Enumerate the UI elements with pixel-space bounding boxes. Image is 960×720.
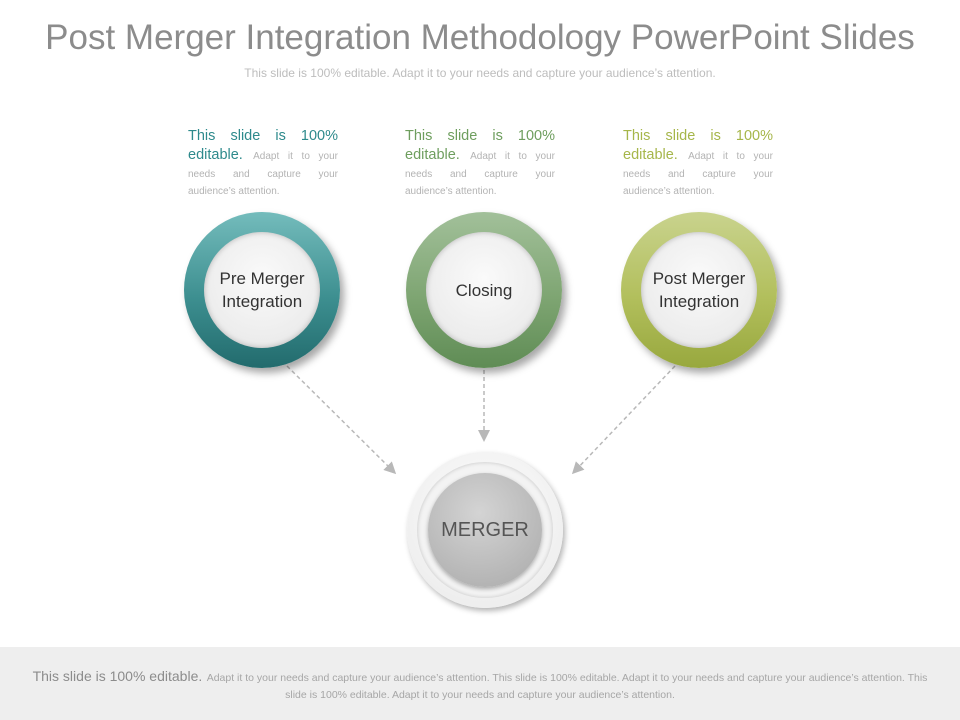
footer-body: Adapt it to your needs and capture your … [206, 672, 928, 701]
description-body: Adapt it to your needs and capture your … [405, 151, 555, 197]
footer-bar: This slide is 100% editable. Adapt it to… [0, 647, 960, 720]
description-pre-merger: This slide is 100% editable. Adapt it to… [188, 127, 338, 199]
merger-label: MERGER [428, 473, 542, 587]
slide-subtitle: This slide is 100% editable. Adapt it to… [244, 66, 716, 80]
footer-lead: This slide is 100% editable. [32, 668, 203, 684]
merger-circle: MERGER [407, 452, 563, 608]
description-body: Adapt it to your needs and capture your … [188, 151, 338, 197]
footer-text: This slide is 100% editable. Adapt it to… [30, 669, 930, 703]
description-heading: This slide is 100% editable. [188, 128, 338, 163]
ring-closing: Closing [406, 212, 562, 368]
description-post-merger: This slide is 100% editable. Adapt it to… [623, 127, 773, 199]
arrow-pre-merger [286, 365, 397, 475]
ring-closing-label: Closing [426, 232, 542, 348]
description-body: Adapt it to your needs and capture your … [623, 151, 773, 197]
arrow-post-merger [571, 365, 676, 475]
description-closing: This slide is 100% editable. Adapt it to… [405, 127, 555, 199]
slide-title: Post Merger Integration Methodology Powe… [45, 18, 915, 57]
description-heading: This slide is 100% editable. [405, 128, 555, 163]
description-heading: This slide is 100% editable. [623, 128, 773, 163]
